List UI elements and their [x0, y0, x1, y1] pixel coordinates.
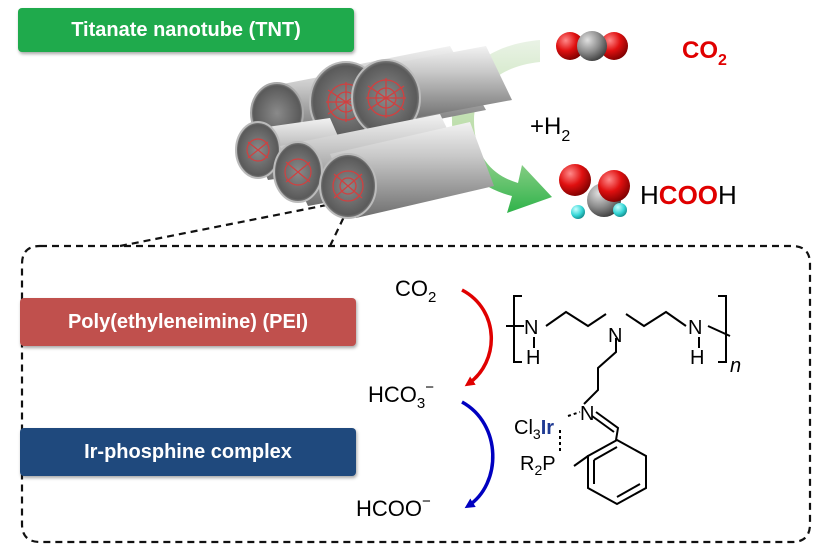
pei-coil — [246, 138, 270, 162]
reduction-arrow — [461, 400, 495, 509]
bicarbonate-charge: − — [425, 379, 434, 396]
amine-h3: H — [690, 347, 704, 369]
formic-acid-molecule — [559, 164, 630, 219]
hcooh-oo: OO — [678, 180, 718, 210]
formate: HCOO — [356, 496, 422, 521]
hcooh-h1: H — [640, 180, 659, 210]
h2-label: +H — [530, 113, 561, 140]
nanotube — [351, 46, 512, 137]
phosphorus-label: P — [542, 453, 555, 475]
imine-bonds — [591, 411, 620, 441]
tnt-label: Titanate nanotube (TNT) — [71, 18, 301, 41]
pei-coil — [284, 158, 312, 186]
cycle-co2-subscript: 2 — [428, 289, 436, 306]
chloride-label: Cl — [514, 417, 533, 439]
svg-text:CO2: CO2 — [395, 276, 436, 306]
side-chain-bonds — [583, 338, 617, 405]
bicarbonate: HCO — [368, 382, 417, 407]
svg-text:HCOOH: HCOOH — [640, 180, 737, 210]
co2-subscript: 2 — [718, 52, 727, 69]
callout-leader-left — [119, 198, 353, 248]
pei-coil — [332, 170, 364, 202]
dashed-callout-box — [20, 244, 812, 544]
bicarbonate-subscript: 3 — [417, 395, 425, 412]
pei-coil — [366, 78, 406, 118]
amine-n3: N — [688, 317, 702, 339]
svg-text:HCO3−: HCO3− — [368, 379, 434, 412]
capture-arrow — [461, 288, 493, 387]
svg-text:HCOO−: HCOO− — [356, 493, 431, 521]
imine-n: N — [580, 403, 594, 425]
amine-h1: H — [526, 347, 540, 369]
co2-label: CO — [682, 37, 718, 64]
pei-label-box: Poly(ethyleneimine) (PEI) — [20, 298, 356, 346]
backbone-bonds — [506, 310, 731, 337]
nanotube-bundle — [235, 46, 512, 219]
phenyl-ring — [587, 438, 647, 506]
tnt-label-box: Titanate nanotube (TNT) — [18, 8, 354, 52]
amine-n2: N — [608, 325, 622, 347]
h2-subscript: 2 — [561, 128, 570, 145]
nanotube — [319, 122, 494, 219]
chloride-subscript: 3 — [533, 426, 541, 442]
iridium-label: Ir — [541, 417, 555, 439]
co2-molecule — [556, 31, 628, 61]
left-bracket — [513, 295, 522, 363]
ir-label-box: Ir-phosphine complex — [20, 428, 356, 476]
r-group-label: R — [520, 453, 534, 475]
n-h-bonds — [533, 337, 700, 348]
right-bracket — [718, 295, 727, 363]
amine-n1: N — [524, 317, 538, 339]
hcooh-c: C — [659, 180, 678, 210]
svg-text:Cl3Ir: Cl3Ir — [514, 417, 554, 442]
pei-structure — [506, 295, 731, 506]
pei-label: Poly(ethyleneimine) (PEI) — [67, 310, 309, 333]
svg-text:CO2: CO2 — [682, 37, 727, 69]
p-phenyl-bond — [573, 455, 589, 467]
ir-label: Ir-phosphine complex — [84, 440, 292, 463]
repeat-index: n — [730, 355, 741, 377]
svg-text:R2P: R2P — [520, 453, 556, 478]
cycle-co2: CO — [395, 276, 428, 301]
hcooh-h2: H — [718, 180, 737, 210]
formate-charge: − — [422, 493, 431, 510]
ir-n-dashed-bond — [567, 411, 581, 417]
svg-text:+H2: +H2 — [530, 113, 570, 145]
r-group-subscript: 2 — [534, 462, 542, 478]
